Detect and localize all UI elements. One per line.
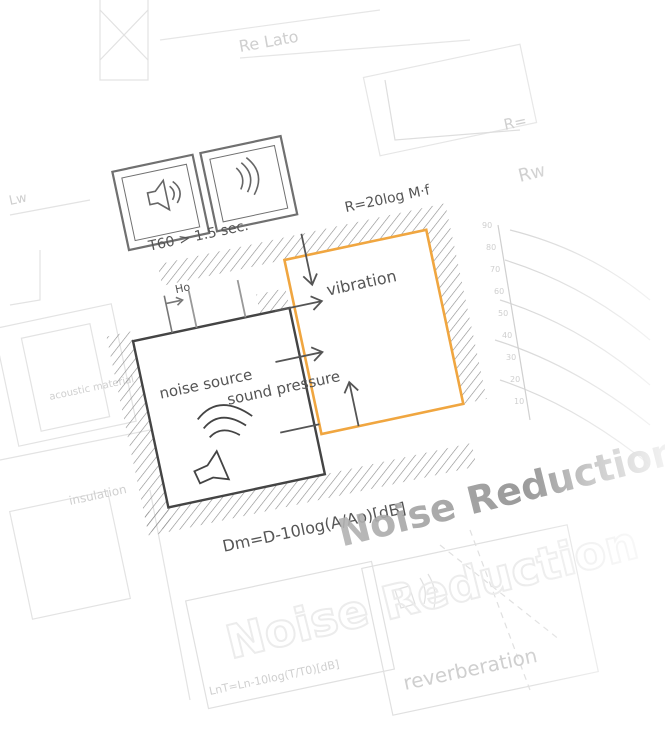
bg-label-lw: Lw — [8, 190, 29, 208]
svg-text:70: 70 — [490, 265, 500, 274]
speaker-icon — [146, 177, 184, 213]
edge-fade — [520, 0, 665, 744]
svg-text:50: 50 — [498, 309, 508, 318]
bg-label-formula-bottom: LnT=Ln-10log(T/T0)[dB] — [208, 658, 341, 698]
bg-column-top-left — [100, 0, 148, 80]
bg-label-top: Re Lato — [237, 27, 299, 56]
svg-text:80: 80 — [486, 243, 496, 252]
svg-text:60: 60 — [494, 287, 504, 296]
sound-wave-icon — [235, 156, 262, 197]
svg-text:40: 40 — [502, 331, 512, 340]
bg-scale-ticks: 90 80 70 60 50 40 30 20 10 — [482, 221, 524, 406]
svg-text:20: 20 — [510, 375, 520, 384]
bg-label-insulation: insulation — [68, 482, 128, 508]
ho-marker — [164, 292, 189, 333]
svg-text:90: 90 — [482, 221, 492, 230]
bg-label-reverberation: reverberation — [401, 643, 539, 695]
svg-text:30: 30 — [506, 353, 516, 362]
